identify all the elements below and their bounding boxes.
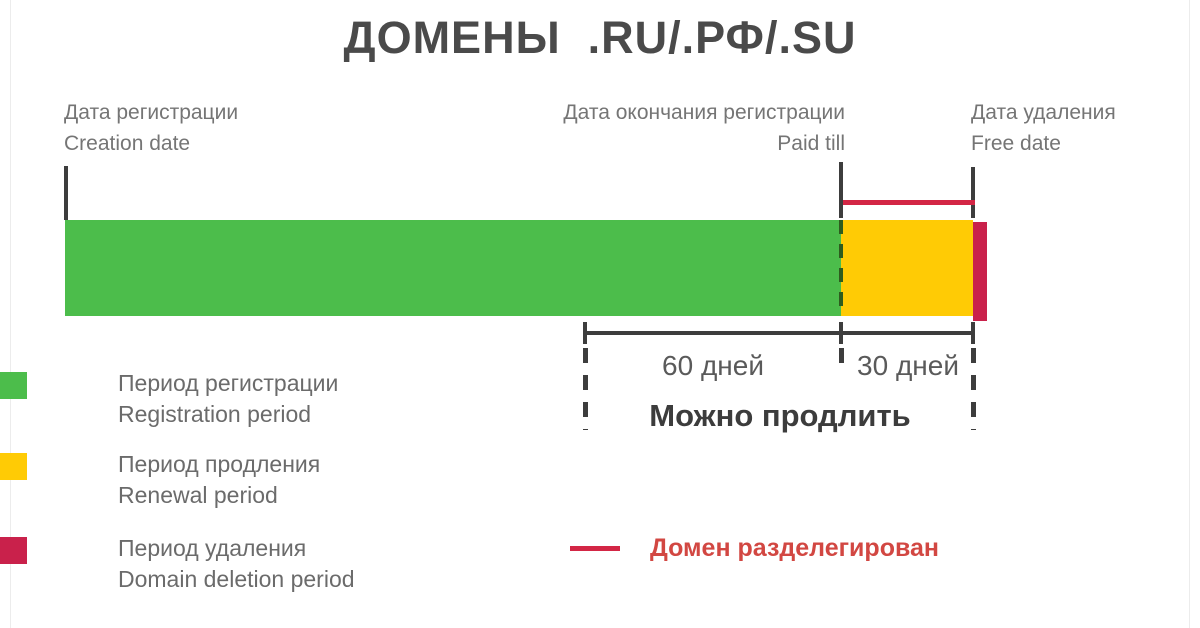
free-date-ru: Дата удаления bbox=[971, 101, 1116, 124]
legend-item-renewal: Период продления Renewal period bbox=[118, 449, 320, 511]
legend-swatch-renewal bbox=[0, 453, 27, 480]
undelegated-legend-line bbox=[570, 546, 620, 551]
page-title: ДОМЕНЫ .RU/.РФ/.SU bbox=[343, 12, 857, 63]
right-border-line bbox=[1189, 0, 1190, 628]
sixty-days-label: 60 дней bbox=[662, 350, 764, 381]
domain-undelegated-line bbox=[843, 200, 975, 205]
legend-swatch-deletion bbox=[0, 537, 27, 564]
legend-item-registration: Период регистрации Registration period bbox=[118, 368, 338, 430]
registration-period-bar bbox=[65, 220, 841, 316]
creation-date-en: Creation date bbox=[64, 132, 191, 155]
bracket-tick-left bbox=[583, 322, 587, 344]
free-date-tick bbox=[971, 167, 975, 218]
creation-date-ru: Дата регистрации bbox=[64, 101, 239, 124]
dashed-guide-left bbox=[583, 348, 588, 430]
creation-date-label: Дата регистрации Creation date bbox=[64, 97, 238, 159]
dashed-guide-right bbox=[971, 348, 976, 430]
can-renew-label: Можно продлить bbox=[649, 398, 911, 433]
legend-item-deletion: Период удаления Domain deletion period bbox=[118, 533, 355, 595]
legend-deletion-en: Domain deletion period bbox=[118, 566, 355, 592]
legend-deletion-ru: Период удаления bbox=[118, 535, 307, 561]
legend-renewal-ru: Период продления bbox=[118, 451, 321, 477]
bracket-tick-middle bbox=[839, 322, 843, 344]
paid-till-ru: Дата окончания регистрации bbox=[563, 101, 845, 124]
paid-till-tick bbox=[839, 162, 843, 218]
dashed-guide-middle bbox=[839, 348, 844, 372]
legend-registration-en: Registration period bbox=[118, 401, 312, 427]
renewal-period-bar bbox=[841, 220, 973, 316]
renew-window-bracket bbox=[585, 331, 975, 335]
paid-till-label: Дата окончания регистрации Paid till bbox=[563, 97, 845, 159]
free-date-en: Free date bbox=[971, 132, 1061, 155]
free-date-label: Дата удаления Free date bbox=[971, 97, 1116, 159]
paid-till-en: Paid till bbox=[777, 132, 845, 155]
thirty-days-label: 30 дней bbox=[857, 350, 959, 381]
legend-swatch-registration bbox=[0, 372, 27, 399]
deletion-period-bar bbox=[973, 222, 987, 321]
undelegated-legend-label: Домен разделегирован bbox=[650, 534, 940, 562]
creation-date-tick bbox=[64, 166, 68, 220]
paid-till-dashed-divider bbox=[839, 220, 843, 316]
left-border-line bbox=[10, 0, 11, 628]
legend-renewal-en: Renewal period bbox=[118, 482, 278, 508]
legend-registration-ru: Период регистрации bbox=[118, 370, 339, 396]
bracket-tick-right bbox=[971, 322, 975, 344]
